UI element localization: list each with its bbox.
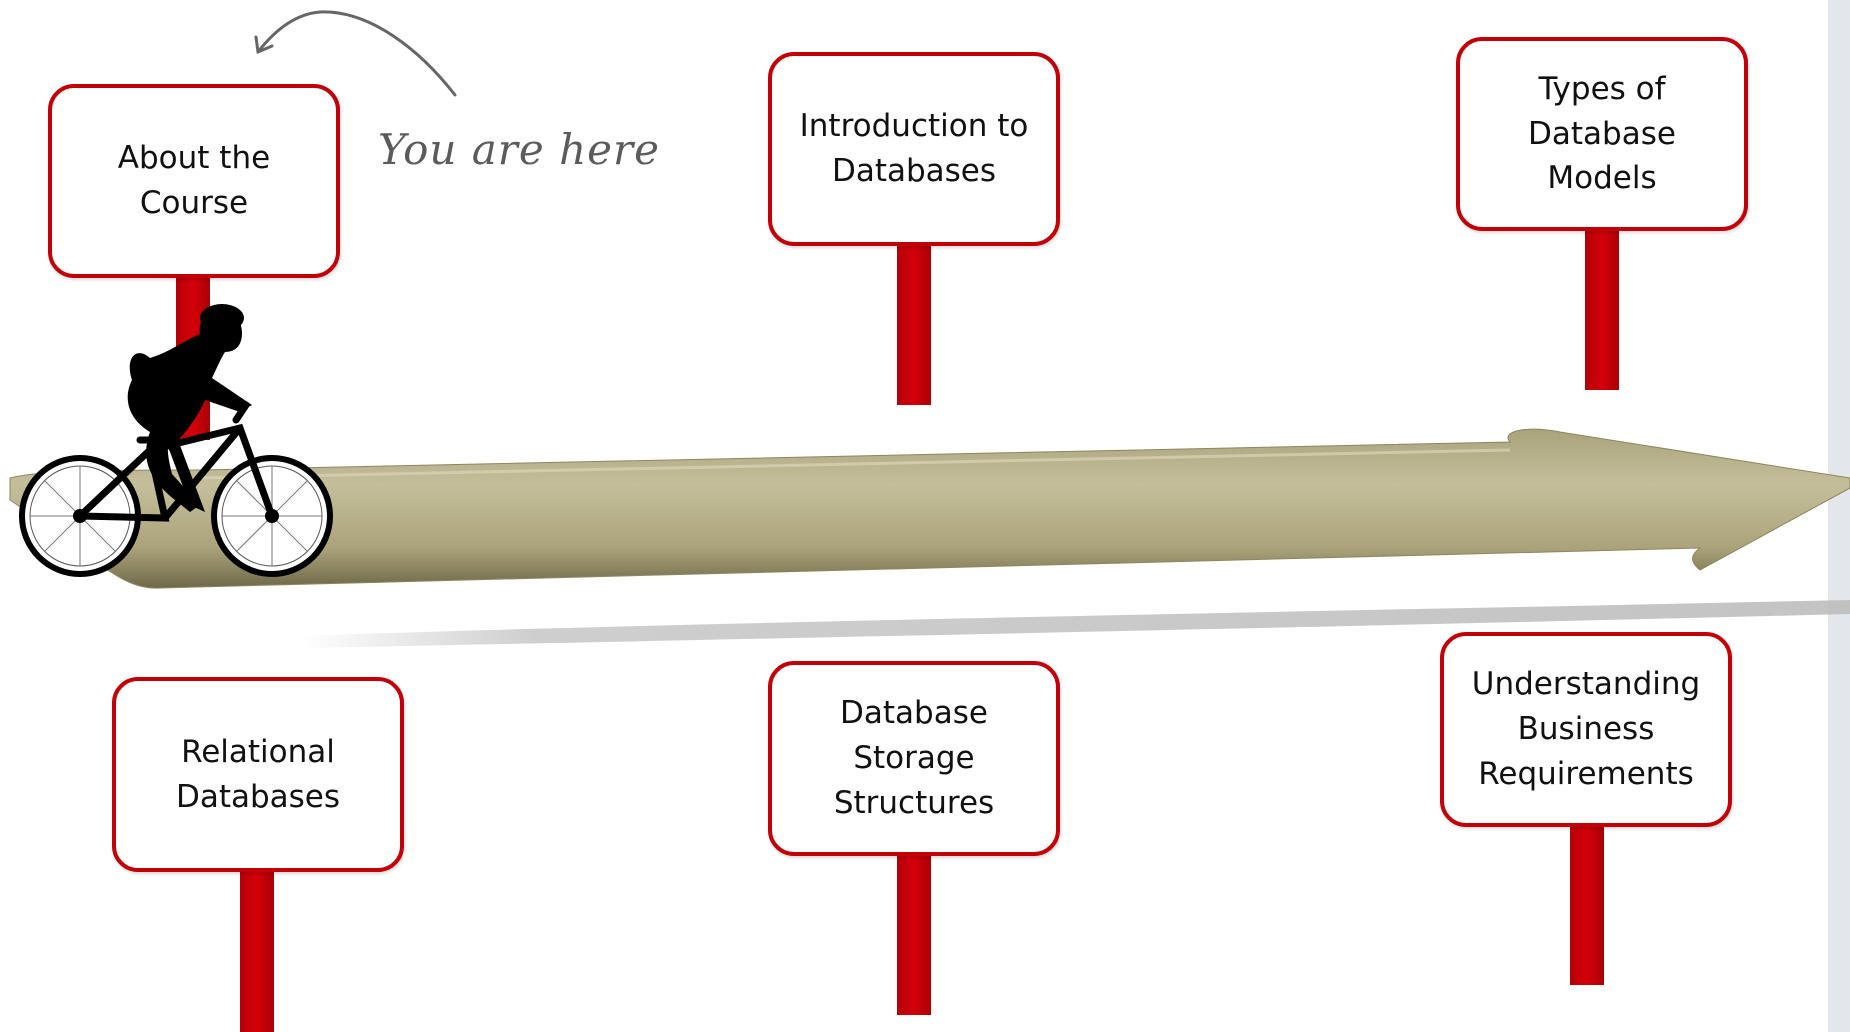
sign-relational-databases: Relational Databases: [112, 677, 404, 872]
sign-understanding-business-requirements: Understanding Business Requirements: [1440, 632, 1732, 827]
post-understanding-business-requirements: [1570, 820, 1604, 985]
cyclist-icon: [19, 304, 333, 577]
post-database-storage-structures: [897, 850, 931, 1015]
sign-database-storage-structures: Database Storage Structures: [768, 661, 1060, 856]
side-strip: [1828, 0, 1850, 1032]
sign-types-of-database-models: Types of Database Models: [1456, 37, 1748, 231]
road-shadow: [300, 600, 1850, 648]
you-are-here-label: You are here: [378, 125, 660, 174]
sign-about-the-course: About the Course: [48, 84, 340, 278]
post-introduction-to-databases: [897, 240, 931, 405]
curved-arrow-icon: [254, 10, 457, 97]
post-relational-databases: [240, 866, 274, 1032]
post-types-of-database-models: [1585, 228, 1619, 390]
road-highlight: [199, 448, 1511, 480]
sign-introduction-to-databases: Introduction to Databases: [768, 52, 1060, 246]
